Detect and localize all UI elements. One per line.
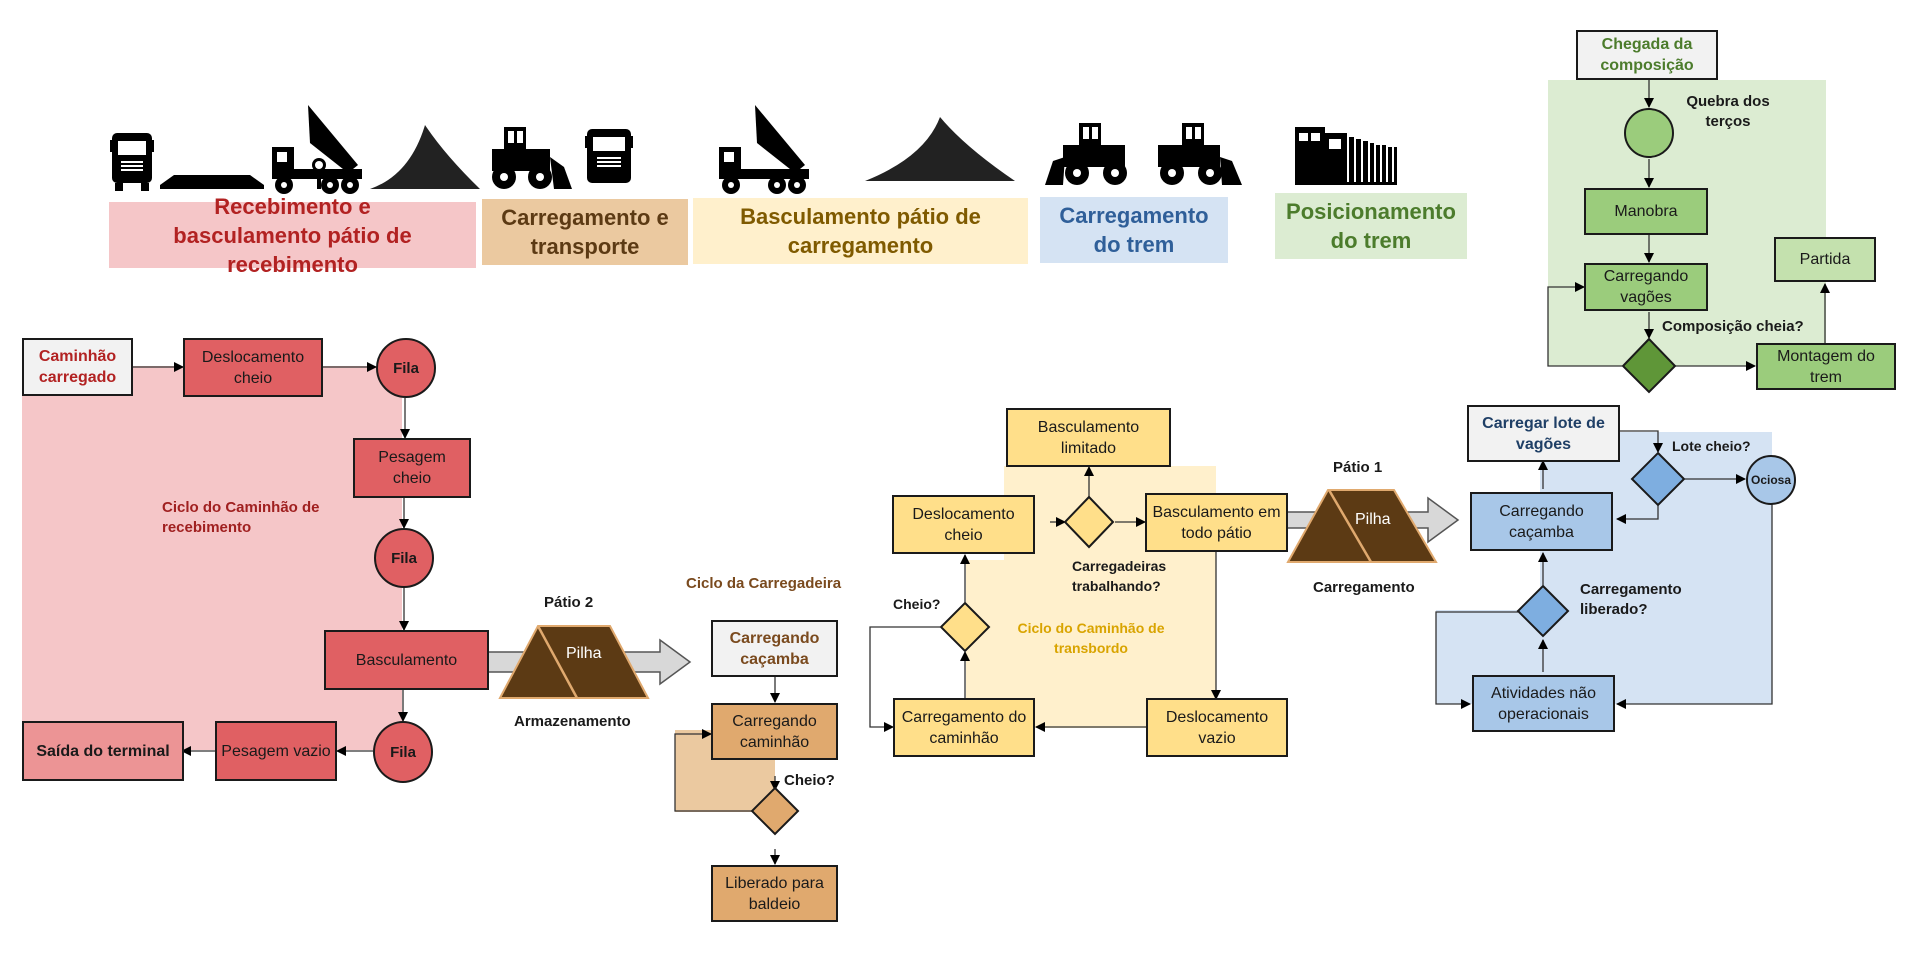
- node-released-transfer[interactable]: Liberado para baldeio: [711, 865, 838, 922]
- phase-train-positioning: Posicionamento do trem: [1275, 193, 1467, 259]
- loading-released-question: Carregamento liberado?: [1580, 581, 1682, 618]
- truck-front-icon: [585, 129, 633, 183]
- phase-reception: Recebimento e basculamento pátio de rece…: [109, 194, 476, 277]
- node-composition-arrival[interactable]: Chegada da composição: [1576, 30, 1718, 80]
- node-dump-all-yard[interactable]: Basculamento em todo pátio: [1145, 493, 1288, 552]
- node-transfer-travel-empty[interactable]: Deslocamento vazio: [1146, 698, 1288, 757]
- node-queue-3[interactable]: Fila: [373, 721, 433, 783]
- equipment-icons: [110, 105, 1397, 194]
- node-departure[interactable]: Partida: [1774, 237, 1876, 282]
- node-queue-1[interactable]: Fila: [376, 338, 436, 398]
- node-dump[interactable]: Basculamento: [324, 630, 489, 690]
- truck-front-icon: [110, 133, 154, 191]
- phase-loading-transport: Carregamento e transporte: [482, 199, 688, 265]
- node-loading-wagons[interactable]: Carregando vagões: [1584, 263, 1708, 311]
- yard1-title: Pátio 1: [1333, 459, 1383, 476]
- node-terminal-exit[interactable]: Saída do terminal: [22, 721, 184, 781]
- yard2-pile-label: Pilha: [566, 645, 602, 662]
- yard1-caption: Carregamento: [1313, 579, 1415, 596]
- phase-train-loading: Carregamento do trem: [1040, 197, 1228, 263]
- stockpile-icon: [370, 125, 480, 189]
- node-maneuver[interactable]: Manobra: [1584, 188, 1708, 235]
- reception-cycle-region: [22, 366, 402, 750]
- wheel-loader-icon: [1158, 123, 1242, 185]
- node-queue-2[interactable]: Fila: [374, 528, 434, 588]
- yard2-caption: Armazenamento: [514, 713, 631, 730]
- node-truck-loading[interactable]: Carregamento do caminhão: [893, 698, 1035, 757]
- reception-cycle-label: Ciclo do Caminhão de recebimento: [162, 499, 320, 536]
- node-loader-bucket[interactable]: Carregando caçamba: [711, 620, 838, 677]
- transfer-cycle-label: Ciclo do Caminhão de transbordo: [1017, 620, 1165, 656]
- batch-full-question: Lote cheio?: [1672, 438, 1751, 454]
- weighbridge-icon: [160, 158, 326, 189]
- node-travel-full[interactable]: Deslocamento cheio: [183, 338, 323, 397]
- dump-truck-icon: [272, 105, 362, 194]
- dump-truck-icon: [719, 105, 809, 194]
- phase-dump-loading-yard: Basculamento pátio de carregamento: [693, 198, 1028, 264]
- yard2-title: Pátio 2: [544, 594, 594, 611]
- node-loader-truck[interactable]: Carregando caminhão: [711, 703, 838, 760]
- node-idle[interactable]: Ociosa: [1746, 455, 1796, 505]
- node-train-assembly[interactable]: Montagem do trem: [1756, 343, 1896, 390]
- wheel-loader-icon: [1045, 123, 1127, 185]
- node-train-bucket[interactable]: Carregando caçamba: [1470, 492, 1613, 551]
- node-weigh-full[interactable]: Pesagem cheio: [353, 438, 471, 498]
- node-split-thirds[interactable]: [1624, 108, 1674, 158]
- node-non-operational[interactable]: Atividades não operacionais: [1472, 675, 1615, 732]
- train-loading-region: [1540, 432, 1772, 704]
- node-load-wagon-batch[interactable]: Carregar lote de vagões: [1467, 405, 1620, 462]
- split-thirds-label: Quebra dos terços: [1686, 93, 1770, 130]
- composition-full-question: Composição cheia?: [1662, 318, 1804, 335]
- node-loaded-truck[interactable]: Caminhão carregado: [22, 338, 133, 396]
- loader-full-question: Cheio?: [784, 772, 835, 789]
- node-transfer-travel-full[interactable]: Deslocamento cheio: [892, 495, 1035, 554]
- locomotive-icon: [1295, 127, 1397, 185]
- stockpile-icon: [865, 117, 1015, 181]
- loader-cycle-label: Ciclo da Carregadeira: [686, 575, 842, 592]
- transfer-full-question: Cheio?: [893, 596, 941, 612]
- loaders-working-question: Carregadeiras trabalhando?: [1072, 558, 1167, 594]
- node-weigh-empty[interactable]: Pesagem vazio: [215, 721, 337, 781]
- wheel-loader-icon: [492, 127, 572, 189]
- node-limited-dump[interactable]: Basculamento limitado: [1006, 408, 1171, 467]
- yard1-pile-label: Pilha: [1355, 511, 1391, 528]
